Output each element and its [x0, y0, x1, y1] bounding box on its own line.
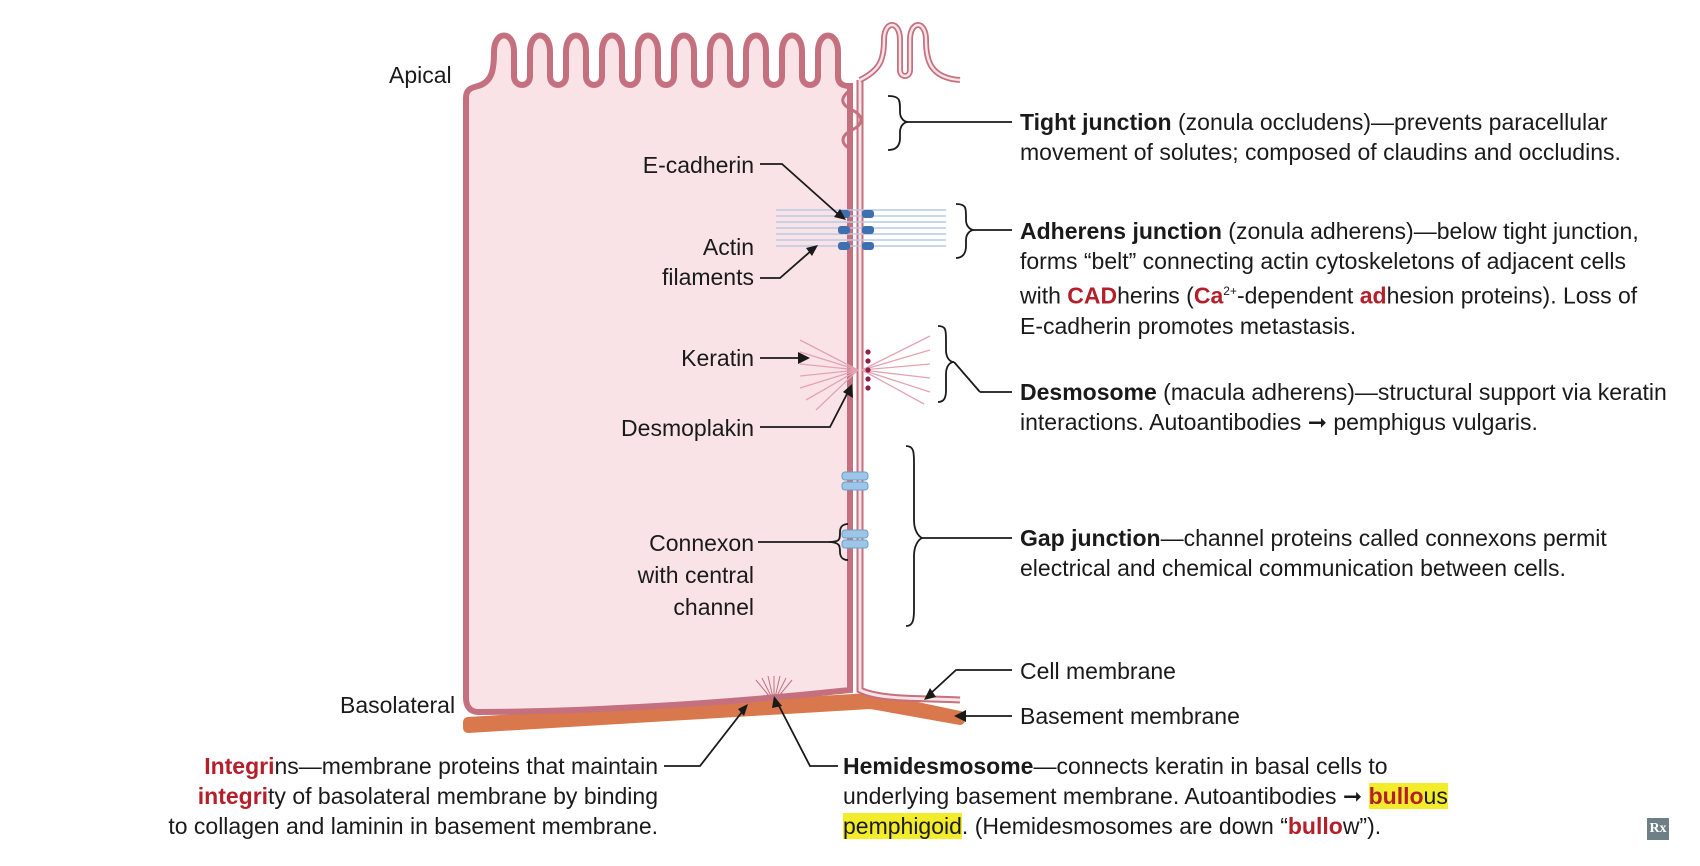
integrins-description: Integrins—membrane proteins that maintai…	[168, 753, 658, 839]
desmosome-description: Desmosome (macula adherens)—structural s…	[1020, 379, 1667, 435]
gap-junction-description: Gap junction—channel proteins called con…	[1020, 525, 1607, 581]
label-keratin: Keratin	[681, 345, 754, 371]
epithelial-cell-body	[463, 32, 853, 716]
label-filaments: filaments	[661, 264, 754, 290]
adherens-junction-title: Adherens junction	[1020, 218, 1222, 244]
label-basolateral: Basolateral	[340, 692, 456, 718]
connexon-channels	[841, 471, 869, 549]
label-brackets	[887, 95, 1012, 627]
label-connexon: Connexon	[649, 530, 754, 556]
label-e-cadherin: E-cadherin	[642, 152, 754, 178]
actin-filaments	[776, 209, 946, 247]
rx-logo: Rx	[1647, 818, 1669, 840]
label-basement-membrane: Basement membrane	[1020, 703, 1240, 729]
label-desmoplakin: Desmoplakin	[621, 415, 754, 441]
arrowheads	[738, 209, 966, 722]
label-channel: channel	[673, 594, 754, 620]
hemidesmosome-description: Hemidesmosome—connects keratin in basal …	[843, 753, 1448, 839]
leader-lines	[664, 163, 1012, 767]
hemidesmosome-title: Hemidesmosome	[843, 753, 1034, 779]
tight-junction-description: Tight junction (zonula occludens)—preven…	[1020, 109, 1621, 165]
tight-junction-title: Tight junction	[1020, 109, 1172, 135]
neighbor-cell-membrane	[856, 80, 961, 704]
label-apical: Apical	[389, 62, 452, 88]
desmosome-title: Desmosome	[1020, 379, 1157, 405]
label-with-central: with central	[637, 562, 754, 588]
label-cell-membrane: Cell membrane	[1020, 658, 1176, 684]
gap-junction-title: Gap junction	[1020, 525, 1161, 551]
adherens-junction-description: Adherens junction (zonula adherens)—belo…	[1020, 218, 1639, 339]
keratin-filaments	[799, 335, 931, 411]
label-actin: Actin	[702, 234, 754, 260]
tight-junction-strands	[841, 88, 863, 152]
desmoplakin-plaque	[865, 349, 871, 391]
